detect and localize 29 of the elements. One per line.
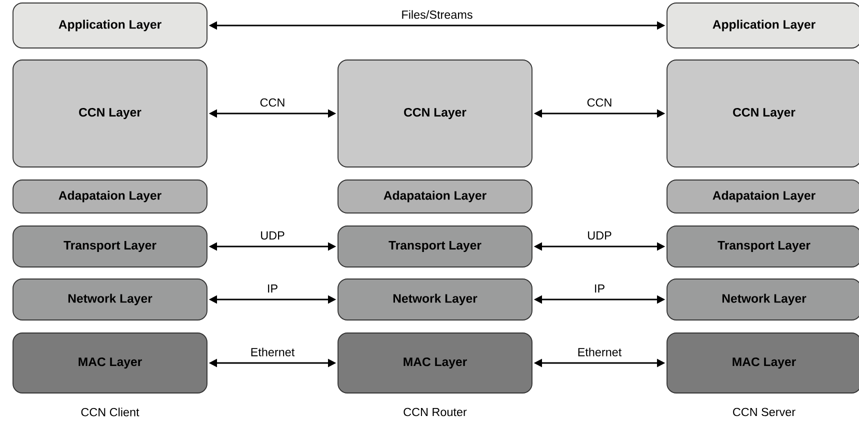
layer-box: MAC Layer <box>666 332 859 394</box>
layer-box: Adapataion Layer <box>666 180 859 214</box>
layer-box: Application Layer <box>666 2 859 48</box>
edge-label: UDP <box>588 231 612 240</box>
edge-label: CCN <box>260 98 284 107</box>
layer-box: Network Layer <box>338 278 532 320</box>
edge-label: Ethernet <box>251 348 295 356</box>
column-caption: CCN Router <box>404 408 467 416</box>
column-caption: CCN Server <box>733 408 796 416</box>
layer-box: Transport Layer <box>338 226 532 268</box>
edge-label: IP <box>595 284 604 293</box>
layer-box: MAC Layer <box>12 332 208 394</box>
layer-box: MAC Layer <box>338 332 532 394</box>
layer-box: Network Layer <box>12 278 208 320</box>
layer-box: Application Layer <box>12 2 208 48</box>
column-caption: CCN Client <box>81 408 140 416</box>
layer-box: Adapataion Layer <box>12 180 208 214</box>
layer-box: Network Layer <box>666 278 859 320</box>
layer-box: CCN Layer <box>12 60 208 168</box>
layer-box: CCN Layer <box>666 60 859 168</box>
edge-label: CCN <box>587 98 612 107</box>
edge-label: IP <box>268 284 278 293</box>
edge-label: Ethernet <box>578 348 622 356</box>
edge-label: Files/Streams <box>402 10 472 19</box>
layer-box: Transport Layer <box>12 226 208 268</box>
layer-box: CCN Layer <box>338 60 532 168</box>
layer-box: Transport Layer <box>666 226 859 268</box>
edge-label: UDP <box>261 231 284 240</box>
layer-box: Adapataion Layer <box>338 180 532 214</box>
